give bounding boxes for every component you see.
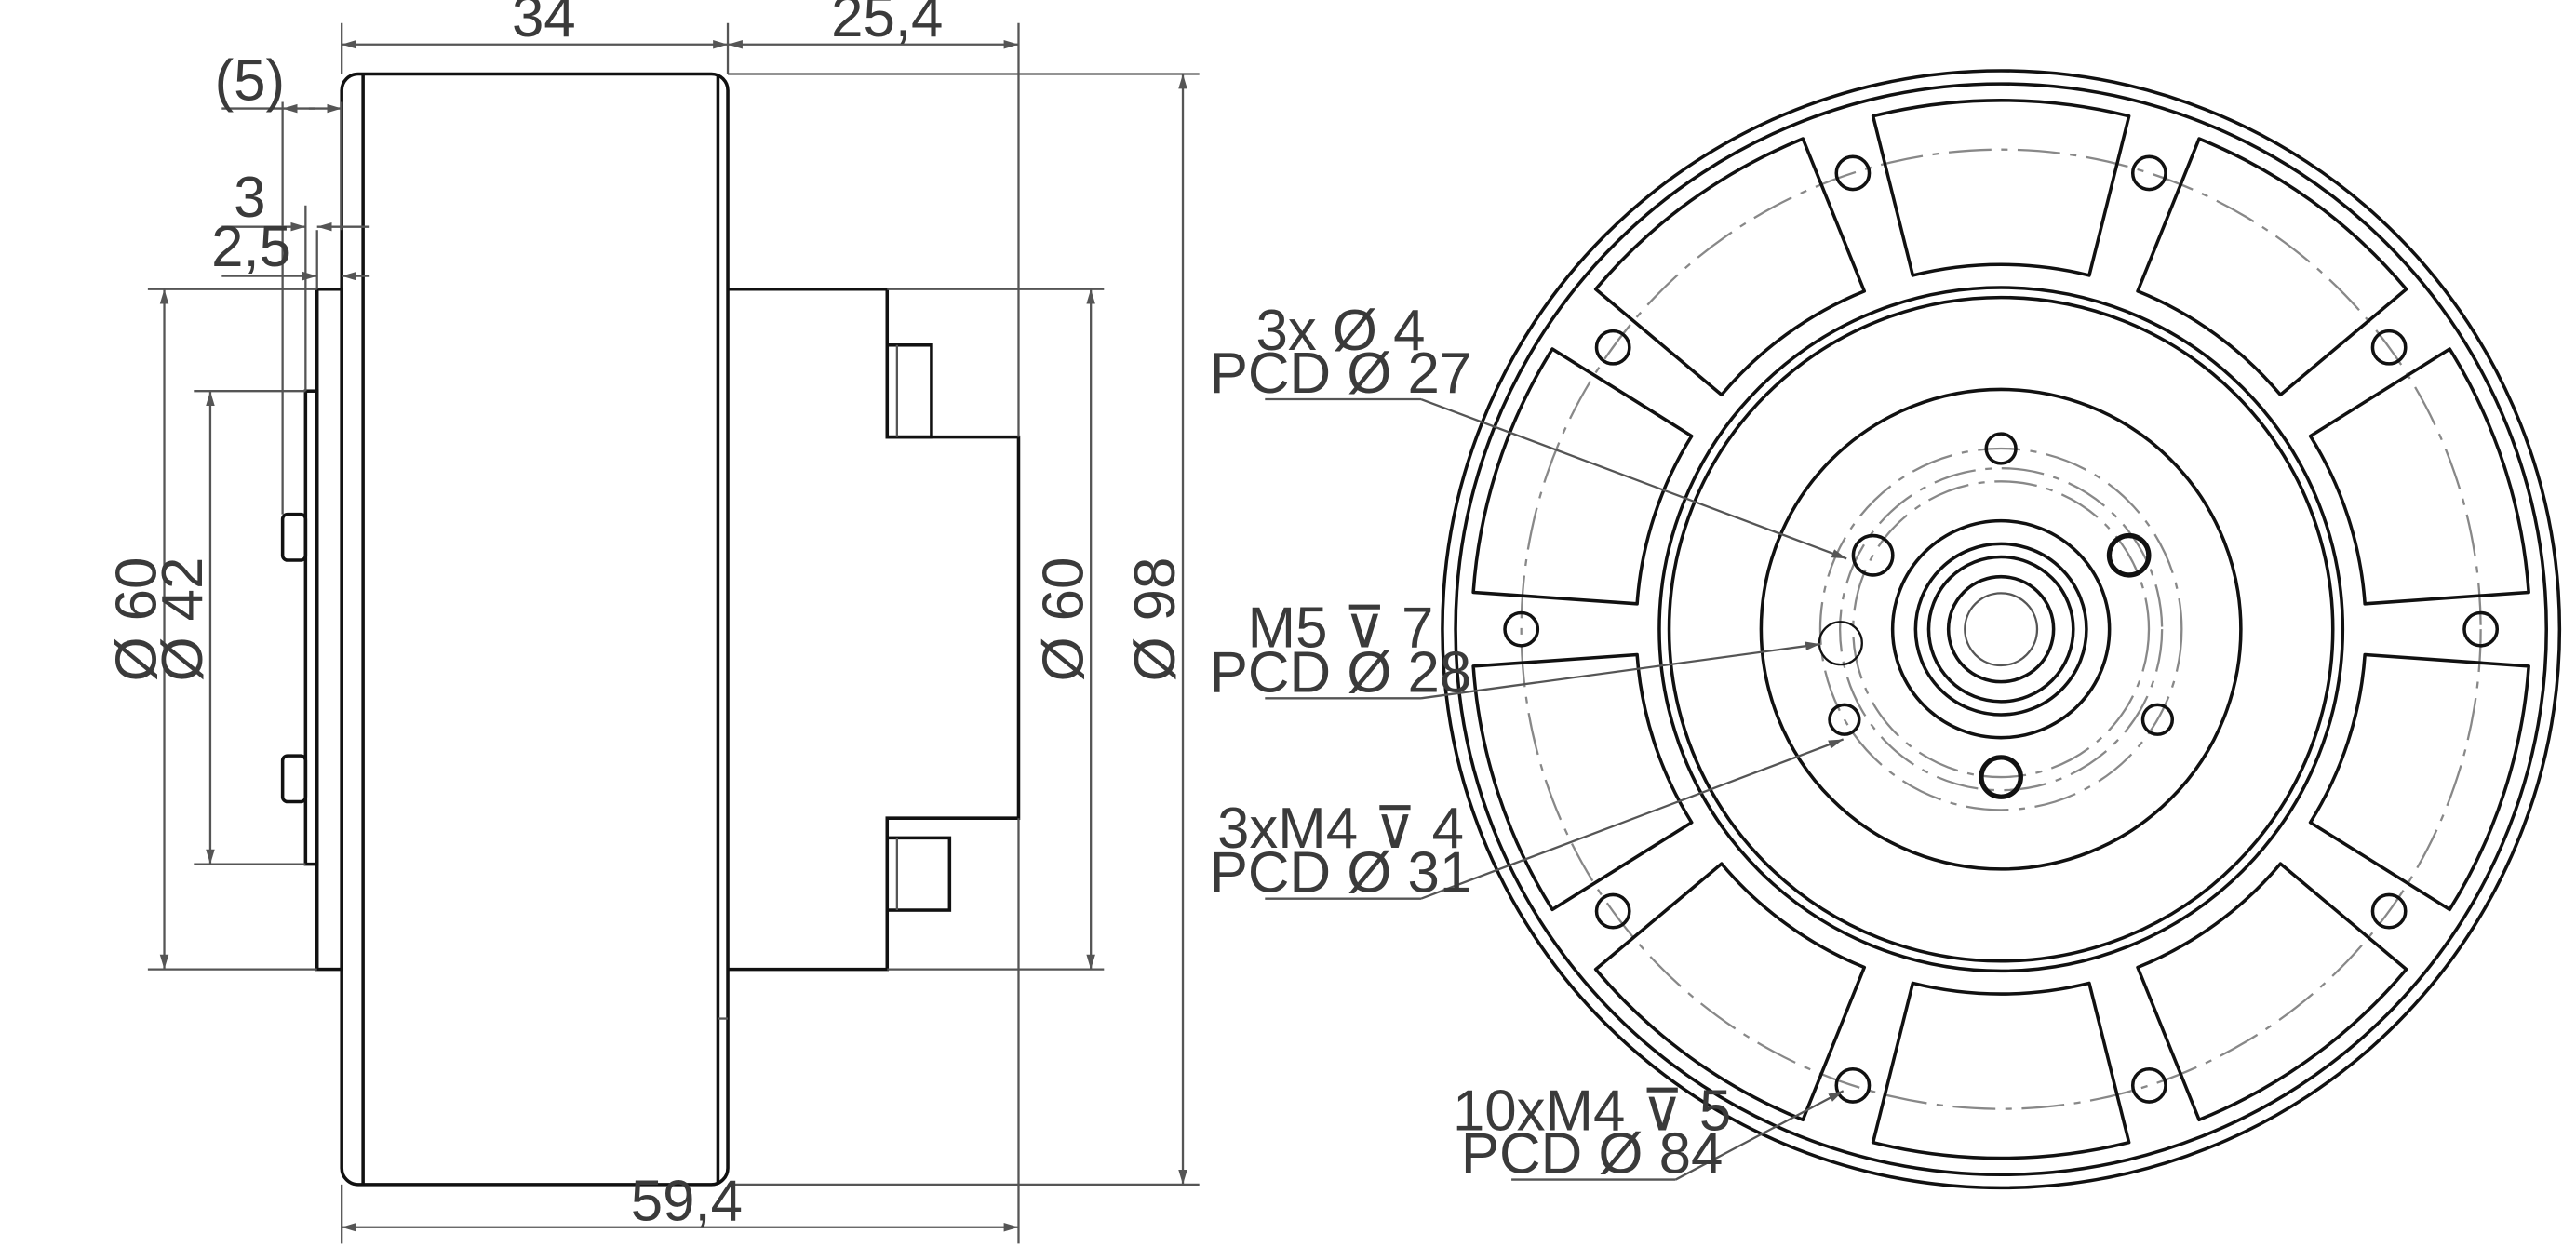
outer-hole-8	[1503, 610, 1540, 648]
rotor-ring-inner	[1667, 295, 2335, 963]
spoke-window-5	[2136, 862, 2408, 1122]
hub-hole-d4-2	[2106, 532, 2152, 578]
rotor-ring-outer	[1657, 286, 2345, 973]
callout-m5-line2: PCD Ø 28	[1210, 640, 1471, 704]
outer-hole-5	[2130, 1066, 2167, 1104]
callout-3xm4: 3xM4 ⊽ 4 PCD Ø 31	[1210, 738, 1845, 905]
bearing-inner	[1926, 555, 2075, 704]
dim-25-4: 25,4	[831, 0, 943, 49]
callout-10xm4-line2: PCD Ø 84	[1461, 1121, 1723, 1186]
spoke-window-1	[1871, 99, 2131, 277]
spoke-window-2	[2136, 137, 2408, 397]
pcd-27-circle	[1852, 480, 2151, 779]
rear-body-outline	[728, 287, 1021, 972]
outer-hole-7	[1594, 892, 1631, 930]
front-pin-bottom	[280, 754, 308, 804]
outer-hole-3	[2462, 610, 2500, 648]
mounting-holes	[1503, 154, 2500, 1104]
spoke-window-7	[1593, 862, 1867, 1122]
callout-10xm4-line1: 10xM4 ⊽ 5	[1453, 1079, 1731, 1144]
spoke-window-4	[2308, 652, 2530, 912]
pcd-28-circle	[1838, 467, 2164, 792]
callout-3x-d4-line1: 3x Ø 4	[1256, 299, 1426, 363]
outer-hole-10	[1834, 154, 1872, 192]
pcd-31-circle	[1818, 447, 2183, 811]
dim-5: (5)	[215, 49, 285, 114]
dim-59-4: 59,4	[631, 1170, 743, 1234]
hub-hole-d4-3	[1979, 755, 2023, 799]
outer-hole-6	[1834, 1066, 1872, 1104]
hub-hole-m4-3	[2140, 703, 2175, 736]
bearing-outer	[1913, 542, 2088, 717]
side-view: 34 25,4 (5) 3 2,5 59,4 Ø 60 Ø 42 Ø 60 Ø …	[105, 0, 1200, 1244]
spoke-window-10	[1593, 137, 1867, 397]
front-flange	[315, 287, 343, 972]
outer-rim-outer	[1441, 69, 2562, 1190]
callout-3x-d4: 3x Ø 4 PCD Ø 27	[1210, 299, 1847, 560]
outer-hole-1	[2130, 154, 2167, 192]
motor-housing-outline	[340, 72, 730, 1187]
callout-10xm4: 10xM4 ⊽ 5 PCD Ø 84	[1453, 1079, 1845, 1186]
shaft-spline	[1964, 592, 2039, 667]
shaft	[1946, 574, 2056, 684]
callout-m5-line1: M5 ⊽ 7	[1248, 597, 1434, 661]
spoke-windows	[1471, 99, 2530, 1160]
hub-disc	[1759, 387, 2243, 871]
spoke-window-6	[1871, 981, 2131, 1160]
hub-hole-m4-1	[1828, 703, 1861, 736]
outer-rim-inner	[1454, 82, 2548, 1177]
outer-hole-2	[2370, 329, 2408, 366]
front-pin-top	[280, 512, 308, 562]
spoke-window-9	[1471, 347, 1694, 606]
spoke-window-3	[2308, 347, 2530, 606]
rear-connector-bottom	[885, 836, 952, 912]
dim-98: Ø 98	[1123, 557, 1187, 682]
front-flange-boss	[303, 389, 319, 866]
rear-connector-top	[885, 343, 933, 439]
pcd-84-circle	[1520, 148, 2482, 1110]
dim-60-left: Ø 60	[105, 557, 169, 682]
dim-60-right: Ø 60	[1031, 557, 1095, 682]
callout-3xm4-line2: PCD Ø 31	[1210, 841, 1471, 905]
outer-hole-9	[1594, 329, 1631, 366]
callout-3xm4-line1: 3xM4 ⊽ 4	[1217, 797, 1464, 861]
front-view: 3x Ø 4 PCD Ø 27 M5 ⊽ 7 PCD Ø 28 3xM4 ⊽ 4…	[1210, 69, 2562, 1190]
callout-3x-d4-line2: PCD Ø 27	[1210, 342, 1471, 406]
dim-2-5: 2,5	[211, 215, 291, 279]
dim-3: 3	[234, 166, 265, 230]
dim-42: Ø 42	[151, 557, 215, 682]
dim-34: 34	[512, 0, 576, 49]
outer-hole-4	[2370, 892, 2408, 930]
callout-m5: M5 ⊽ 7 PCD Ø 28	[1210, 597, 1821, 704]
hub-boss	[1890, 518, 2112, 740]
hub-hole-d4-1	[1851, 533, 1895, 577]
hub-hole-m4-2	[1984, 432, 2018, 465]
spoke-window-8	[1471, 652, 1694, 912]
